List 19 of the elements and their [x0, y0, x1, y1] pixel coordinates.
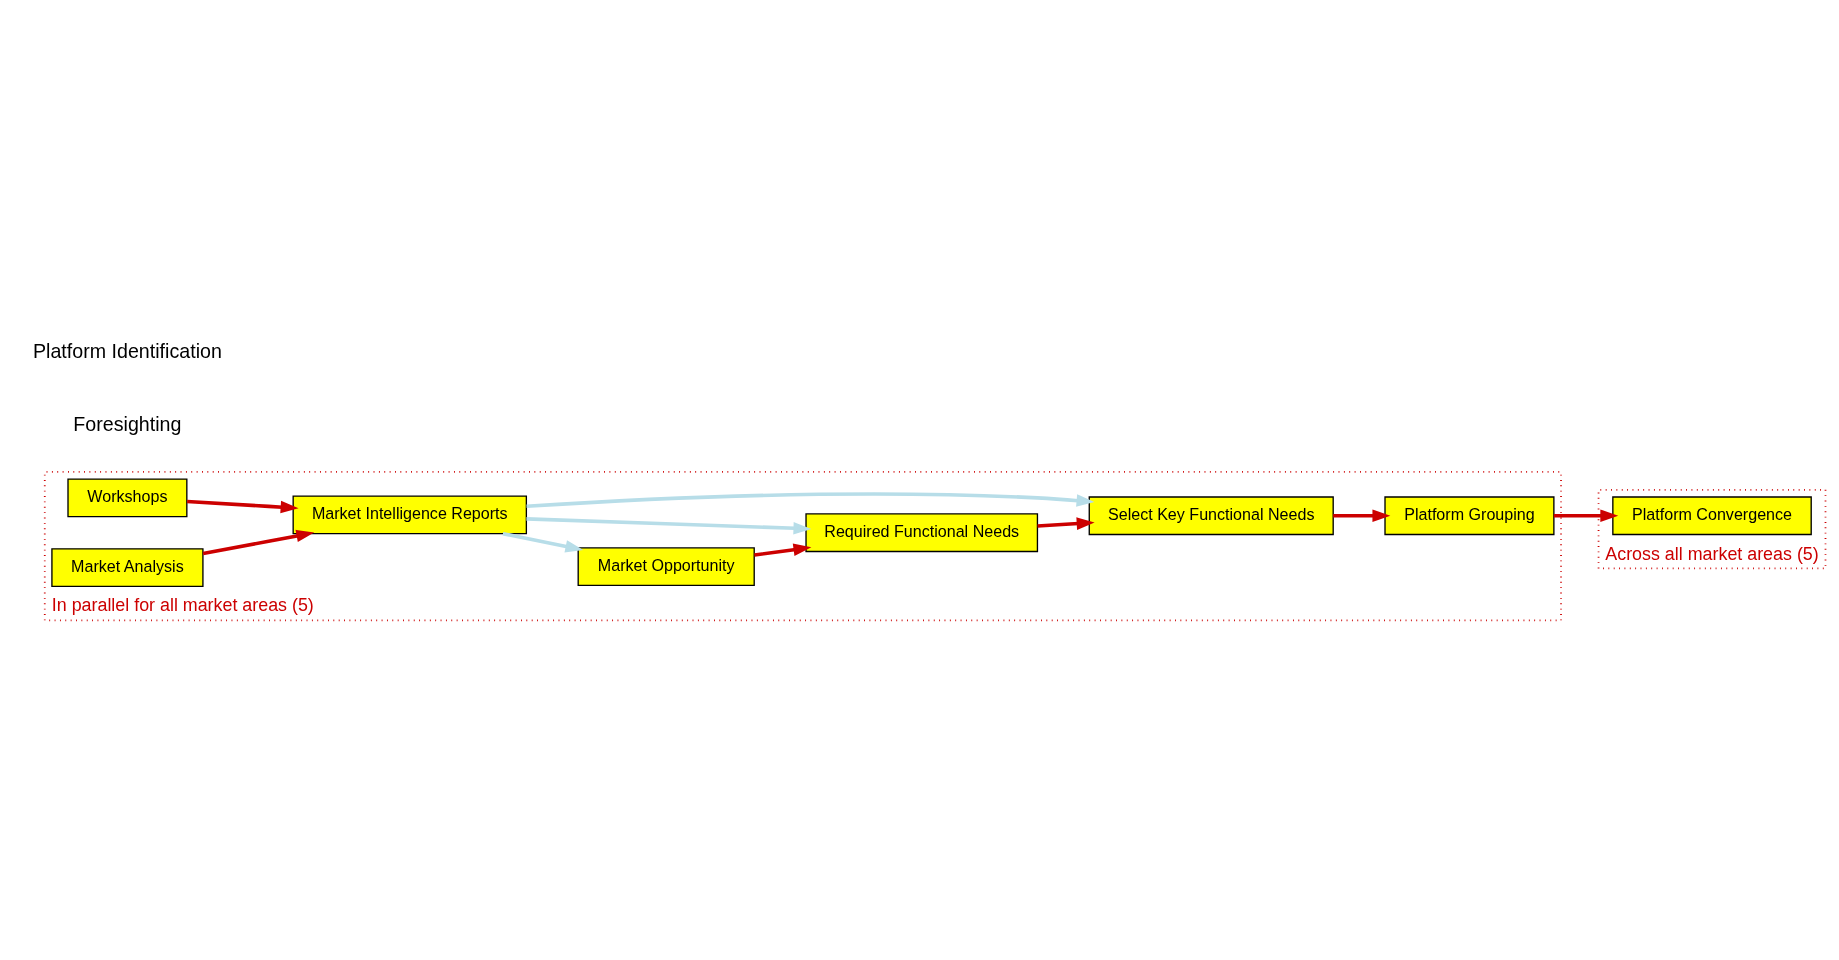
node-box: Select Key Functional Needs	[1088, 496, 1334, 536]
arrow	[1553, 509, 1619, 522]
node-box: Workshops	[67, 478, 188, 518]
node-box: Platform Convergence	[1612, 496, 1812, 536]
arrow	[1037, 517, 1095, 530]
node-box: Platform Grouping	[1384, 496, 1555, 536]
node-box: Market Analysis	[51, 548, 204, 587]
node-box: Market Intelligence Reports	[292, 495, 528, 535]
node-box: Market Opportunity	[577, 547, 755, 587]
arrow	[526, 517, 812, 535]
label: Foresighting	[73, 413, 182, 436]
node-box: Required Functional Needs	[805, 513, 1039, 553]
label: Platform Identification	[32, 340, 222, 363]
arrow	[502, 531, 584, 553]
arrow	[526, 492, 1095, 509]
arrow	[202, 529, 315, 556]
arrow	[187, 499, 299, 514]
arrow	[754, 543, 812, 557]
arrow	[1333, 509, 1391, 522]
